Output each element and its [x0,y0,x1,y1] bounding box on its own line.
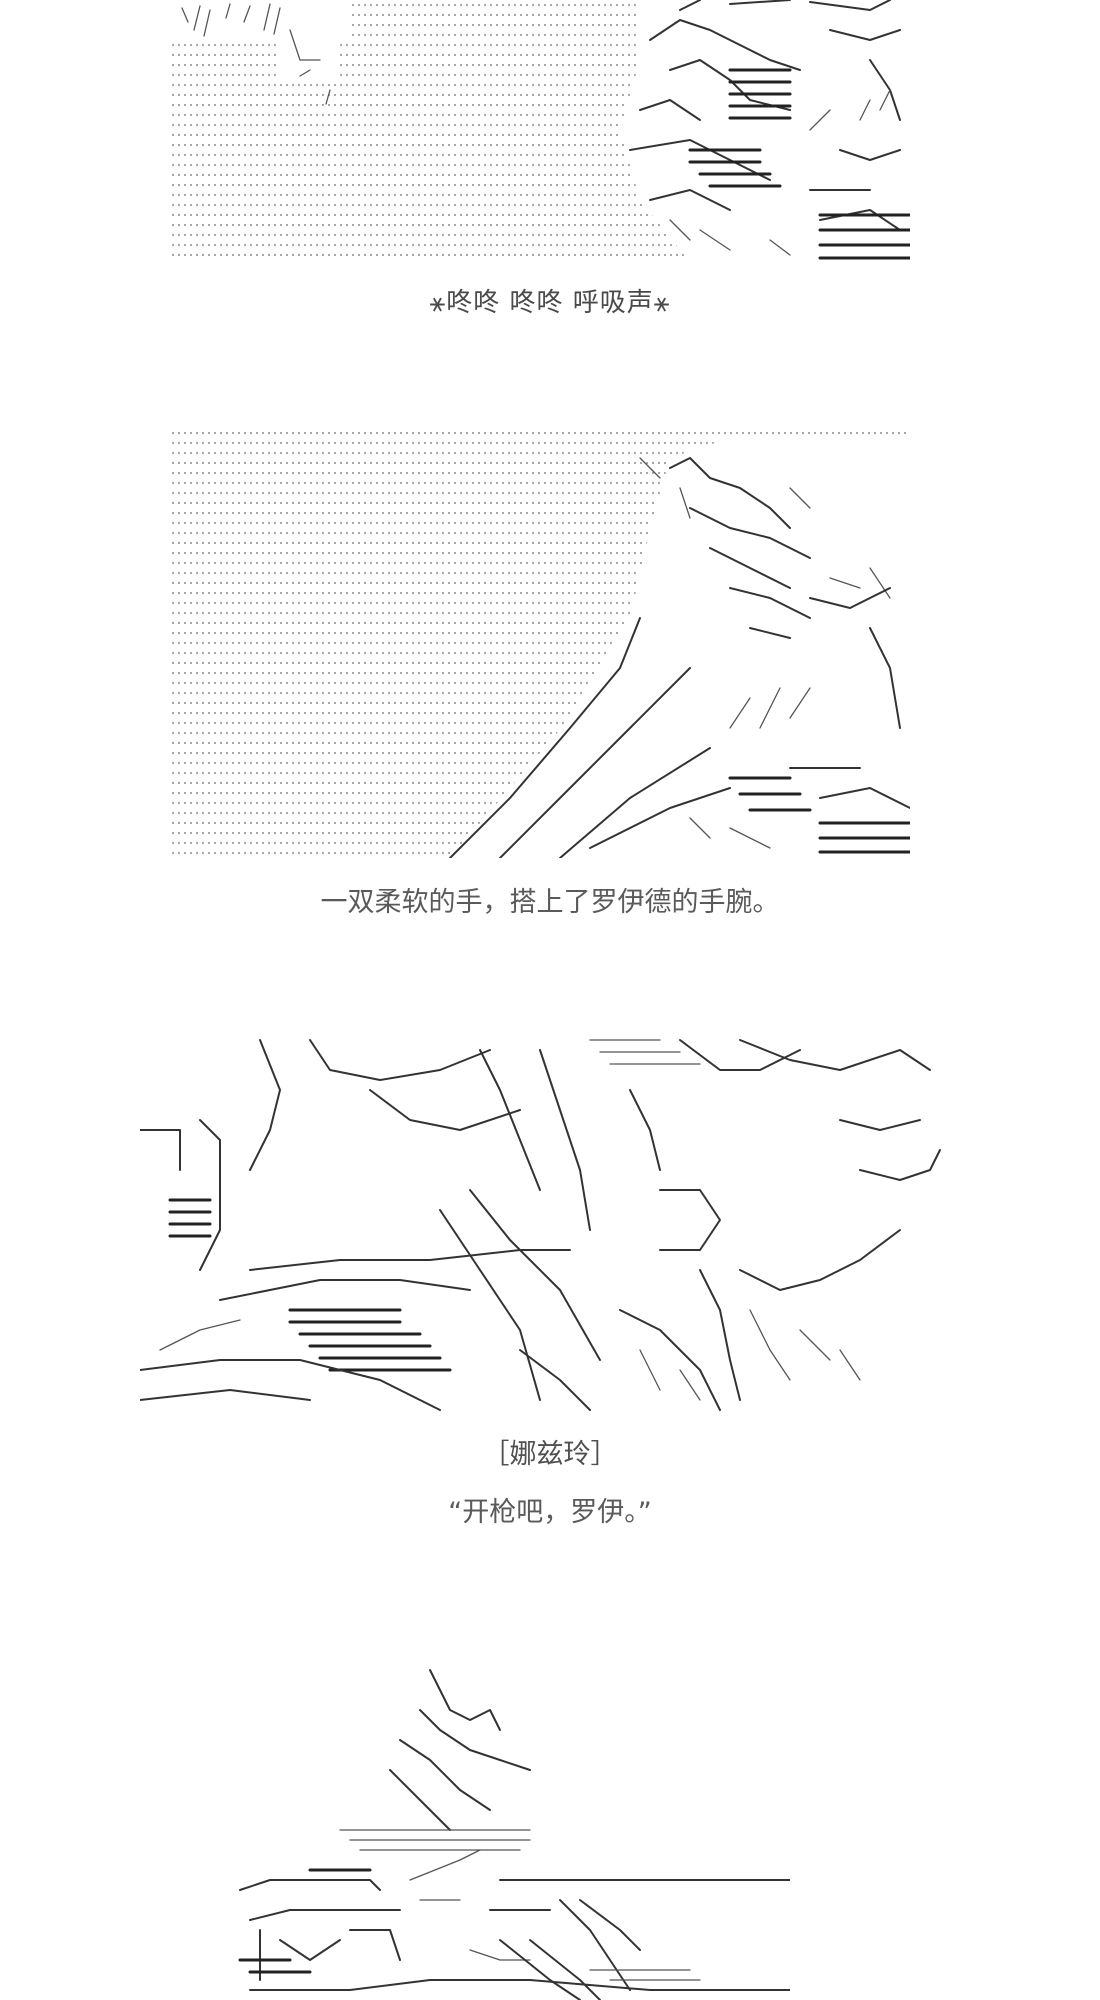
speaker-name-label: ［娜兹玲］ [482,1439,618,1470]
narration-caption: 一双柔软的手，搭上了罗伊德的手腕。 [320,887,780,918]
panel-2-ascii-art [170,428,910,858]
panel-2-arm-lines [449,438,910,858]
panel-3-ascii-art [140,1030,960,1420]
panel-4-gun-lines [238,1669,790,2000]
panel-1-ascii-art [170,0,910,265]
panel-1-figure-lines [170,0,910,262]
panel-3-scene-lines [140,1039,941,1411]
sound-effect-caption: ⚹咚咚 咚咚 呼吸声⚹ [429,288,671,318]
dialogue-caption: “开枪吧，罗伊。” [448,1497,652,1528]
panel-4-ascii-art [230,1660,790,2000]
